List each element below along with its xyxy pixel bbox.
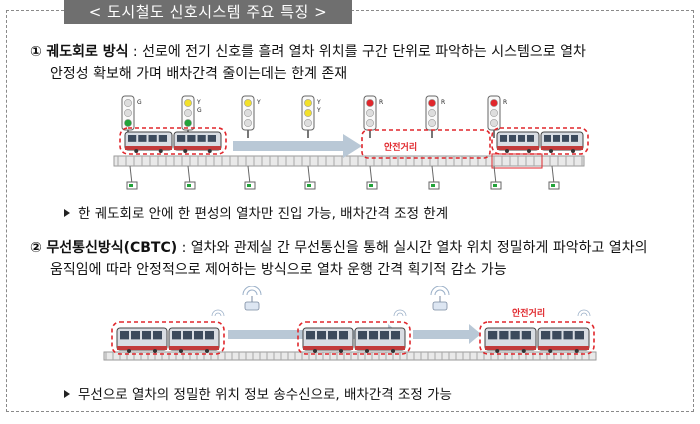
track-circuit-sensor-6 xyxy=(428,165,440,190)
section2-heading: 무선통신방식(CBTC) xyxy=(46,240,178,256)
cbtc-diagram: 안전거리 xyxy=(103,286,597,361)
safe-distance-label: 안전거리 xyxy=(384,141,417,153)
signal-aspect-label: G xyxy=(197,107,202,114)
page-title: < 도시철도 신호시스템 주요 특징 > xyxy=(64,0,352,24)
cbtc-train1-box xyxy=(111,321,225,355)
cbtc-train3-box xyxy=(479,321,595,355)
track-circuit-sensor-1 xyxy=(126,165,138,190)
signal-aspect-label: R xyxy=(503,99,507,106)
signal-4: YY xyxy=(301,95,321,138)
track-circuit-sensor-5 xyxy=(366,165,378,190)
track-circuit-sensor-2 xyxy=(184,165,196,190)
train-2 xyxy=(496,131,584,153)
signal-7: R xyxy=(487,95,507,138)
train-1 xyxy=(124,131,222,153)
section1-number: ① xyxy=(30,44,42,60)
cbtc-train-1 xyxy=(116,327,220,353)
cbtc-safe-distance-label: 안전거리 xyxy=(512,307,545,319)
section2-text-line1: : 열차와 관제실 간 무선통신을 통해 실시간 열차 위치 정밀하게 파악하고… xyxy=(177,240,648,256)
track-circuit-sensor-8 xyxy=(548,165,560,190)
section2-bullet: 무선으로 열차의 정밀한 위치 정보 송수신으로, 배차간격 조정 가능 xyxy=(64,386,452,404)
section1-heading: 궤도회로 방식 xyxy=(46,44,129,60)
train-signal-wave-icon-3 xyxy=(577,309,591,317)
signal-aspect-label: G xyxy=(137,99,142,106)
direction-arrow-2 xyxy=(413,324,481,344)
train-signal-wave-icon-1 xyxy=(211,309,225,317)
signal-2: YG xyxy=(181,95,202,138)
train1-block-box xyxy=(119,127,227,155)
section1-heading-line: ① 궤도회로 방식 : 선로에 전기 신호를 흘려 열차 위치를 구간 단위로 … xyxy=(30,42,586,62)
rail-track xyxy=(113,155,585,167)
signal-aspect-label: Y xyxy=(316,99,321,106)
rail-track xyxy=(103,351,597,361)
track-circuit-sensor-7 xyxy=(490,165,502,190)
signal-6: R xyxy=(425,95,445,138)
train2-block-box xyxy=(491,127,589,155)
signal-aspect-label: Y xyxy=(196,99,201,106)
safe-distance-box xyxy=(361,129,491,159)
section1-bullet: 한 궤도회로 안에 한 편성의 열차만 진입 가능, 배차간격 조정 한계 xyxy=(64,205,448,223)
section1-text-line1: : 선로에 전기 신호를 흘려 열차 위치를 구간 단위로 파악하는 시스템으로… xyxy=(128,44,586,60)
section1-bullet-text: 한 궤도회로 안에 한 편성의 열차만 진입 가능, 배차간격 조정 한계 xyxy=(78,206,449,222)
section2-number: ② xyxy=(30,240,42,256)
bullet-triangle-icon xyxy=(64,390,70,398)
signal-3: Y xyxy=(241,95,261,138)
signal-aspect-label: Y xyxy=(256,99,261,106)
section2-text-line2: 움직임에 따라 안정적으로 제어하는 방식으로 열차 운행 간격 획기적 감소 … xyxy=(50,262,507,278)
section2-heading-line: ② 무선통신방식(CBTC) : 열차와 관제실 간 무선통신을 통해 실시간 … xyxy=(30,238,647,258)
signal-aspect-label: Y xyxy=(316,107,321,114)
signal-aspect-label: R xyxy=(379,99,383,106)
track-circuit-sensor-3 xyxy=(244,165,256,190)
wireless-antenna-icon-2 xyxy=(430,286,450,311)
section2-bullet-text: 무선으로 열차의 정밀한 위치 정보 송수신으로, 배차간격 조정 가능 xyxy=(78,387,452,403)
signal-5: R xyxy=(363,95,383,138)
direction-arrow xyxy=(233,134,362,158)
cbtc-train-3 xyxy=(484,327,590,353)
signal-1: G xyxy=(121,95,142,138)
track-circuit-sensor-4 xyxy=(304,165,316,190)
wireless-antenna-icon-1 xyxy=(242,286,262,311)
bullet-triangle-icon xyxy=(64,209,70,217)
cbtc-train2-box xyxy=(297,321,411,355)
signal-aspect-label: R xyxy=(441,99,445,106)
section1-text-line2: 안정성 확보해 가며 배차간격 줄이는데는 한계 존재 xyxy=(50,66,348,82)
cbtc-train-2 xyxy=(302,327,406,353)
train-signal-wave-icon-2 xyxy=(393,309,407,317)
